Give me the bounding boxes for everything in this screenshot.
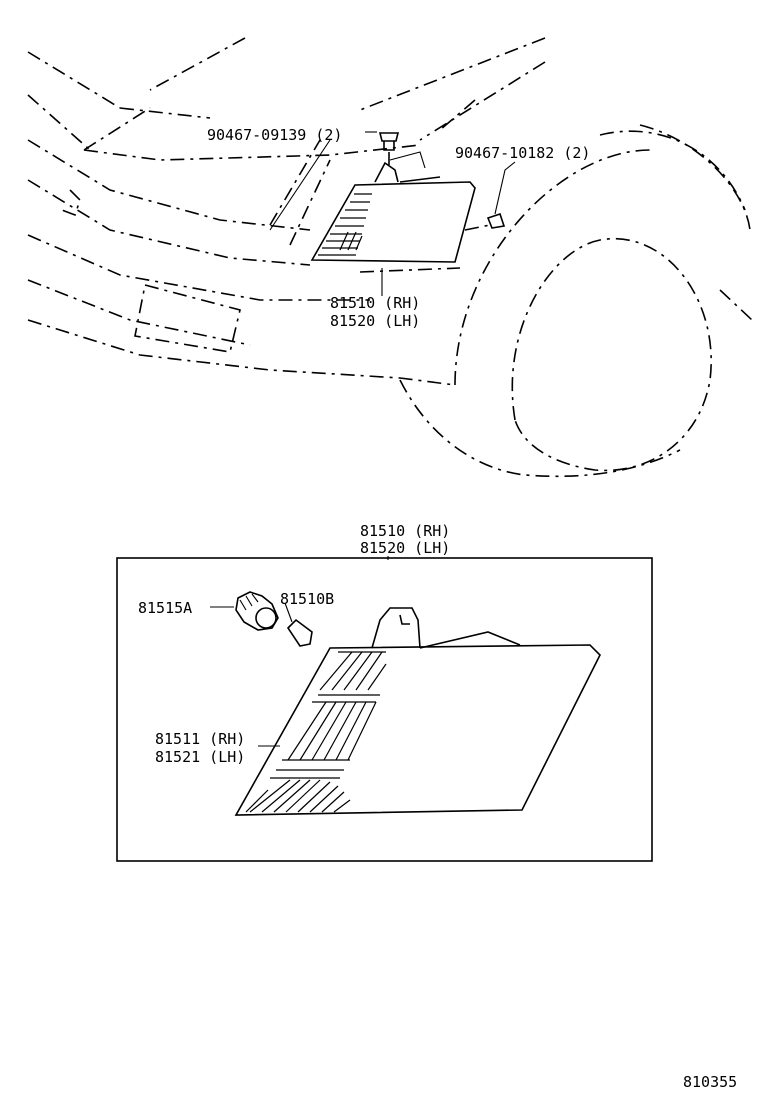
label-lamp-rh: 81510 (RH) (330, 294, 420, 312)
clip-fastener-side (486, 161, 516, 229)
label-lens-rh: 81511 (RH) (155, 730, 245, 748)
bulb-socket (235, 591, 279, 631)
illustration-number: 810355 (683, 1073, 737, 1091)
label-fastener-2: 90467-10182 (2) (455, 144, 590, 162)
lamp-lens-assembly (234, 607, 601, 816)
label-lamp-lh: 81520 (LH) (330, 312, 420, 330)
leader-bulb (284, 602, 293, 623)
label-socket: 81515A (138, 599, 192, 617)
label-fastener-1: 90467-09139 (2) (207, 126, 342, 144)
label-bulb: 81510B (280, 590, 334, 608)
leader-fastener-1 (269, 139, 331, 231)
clip-fastener-top (365, 131, 426, 169)
detail-frame (116, 557, 653, 862)
label-assembly-rh: 81510 (RH) (360, 522, 450, 540)
label-lens-lh: 81521 (LH) (155, 748, 245, 766)
vehicle-phantom-outline (27, 37, 753, 478)
label-assembly-lh: 81520 (LH) (360, 539, 450, 557)
corner-lamp-top-view (310, 161, 476, 263)
wedge-bulb (286, 618, 313, 647)
